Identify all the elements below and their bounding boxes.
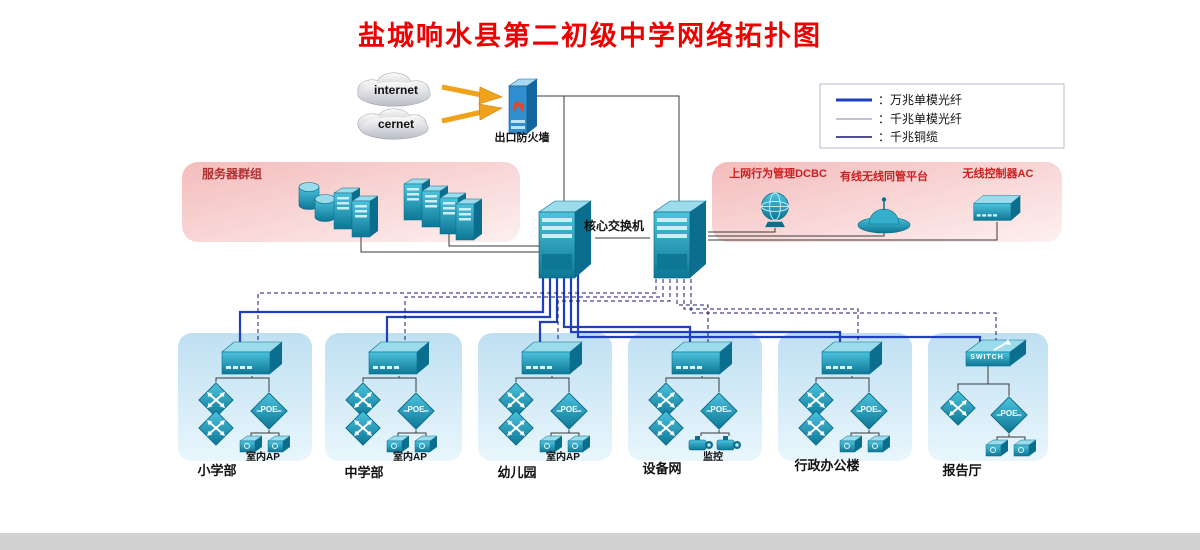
access-switch-icon: [521, 341, 583, 375]
management-zone-box: [712, 162, 1062, 242]
poe-label-1: POE: [407, 405, 425, 414]
access-switch-icon: [368, 341, 430, 375]
server-group-label: 服务器群组: [202, 167, 263, 181]
firewall-label: 出口防火墙: [494, 132, 550, 144]
server-icon: [455, 198, 483, 241]
core-switch-label: 核心交换机: [584, 219, 645, 233]
mgmt-label-platform: 有线无线同管平台: [840, 171, 928, 183]
poe-label-2: POE: [560, 405, 578, 414]
poe-label-0: POE: [260, 405, 278, 414]
sub-label-indoor-ap-1: 室内AP: [393, 452, 427, 463]
access-switch-icon: [821, 341, 883, 375]
building-label-primary: 小学部: [197, 463, 237, 478]
firewall-icon: [508, 78, 538, 135]
building-label-middle: 中学部: [344, 465, 384, 480]
cloud-label-internet: internet: [373, 83, 418, 97]
bottom-strip: [0, 533, 1200, 550]
building-label-devicenet: 设备网: [642, 461, 682, 476]
cernet-cloud: [357, 108, 429, 140]
wan-arrow-icons: [441, 84, 503, 124]
building-zone-5: [928, 333, 1048, 461]
mgmt-label-ac: 无线控制器AC: [962, 168, 1034, 180]
core-switch-1-icon: [538, 200, 592, 279]
storage-disk-icon: [314, 194, 336, 222]
legend-item-10g: ：万兆单模光纤: [878, 93, 963, 107]
links-black: [215, 95, 1026, 440]
cloud-label-cernet: cernet: [377, 117, 415, 131]
access-switch-icon: [671, 341, 733, 375]
sub-label-indoor-ap-2: 室内AP: [546, 452, 580, 463]
core-switch-2-icon: [653, 200, 707, 279]
legend-box: [819, 83, 1065, 149]
building-label-admin: 行政办公楼: [794, 458, 860, 473]
sub-label-indoor-ap-0: 室内AP: [246, 452, 280, 463]
poe-label-3: POE: [710, 405, 728, 414]
wireless-controller-icon: [973, 195, 1021, 221]
legend-item-1g: ：千兆单模光纤: [878, 112, 963, 126]
sub-label-monitor-3: 监控: [703, 452, 723, 463]
links-fiber-10g: [238, 272, 982, 352]
internet-cloud: [357, 72, 431, 107]
mgmt-label-dcbc: 上网行为管理DCBC: [729, 168, 827, 180]
links-copper-1g: [257, 272, 997, 352]
legend-item-copper: ：千兆铜缆: [878, 130, 939, 144]
page-title: 盐城响水县第二初级中学网络拓扑图: [358, 21, 822, 51]
server-icon: [351, 195, 379, 238]
access-switch-icon: [221, 341, 283, 375]
poe-label-5: POE: [1000, 409, 1018, 418]
building-label-hall: 报告厅: [942, 463, 982, 478]
building-label-kindergarten: 幼儿园: [497, 465, 537, 480]
poe-label-4: POE: [860, 405, 878, 414]
switch-device-label: SWITCH: [970, 354, 1004, 361]
